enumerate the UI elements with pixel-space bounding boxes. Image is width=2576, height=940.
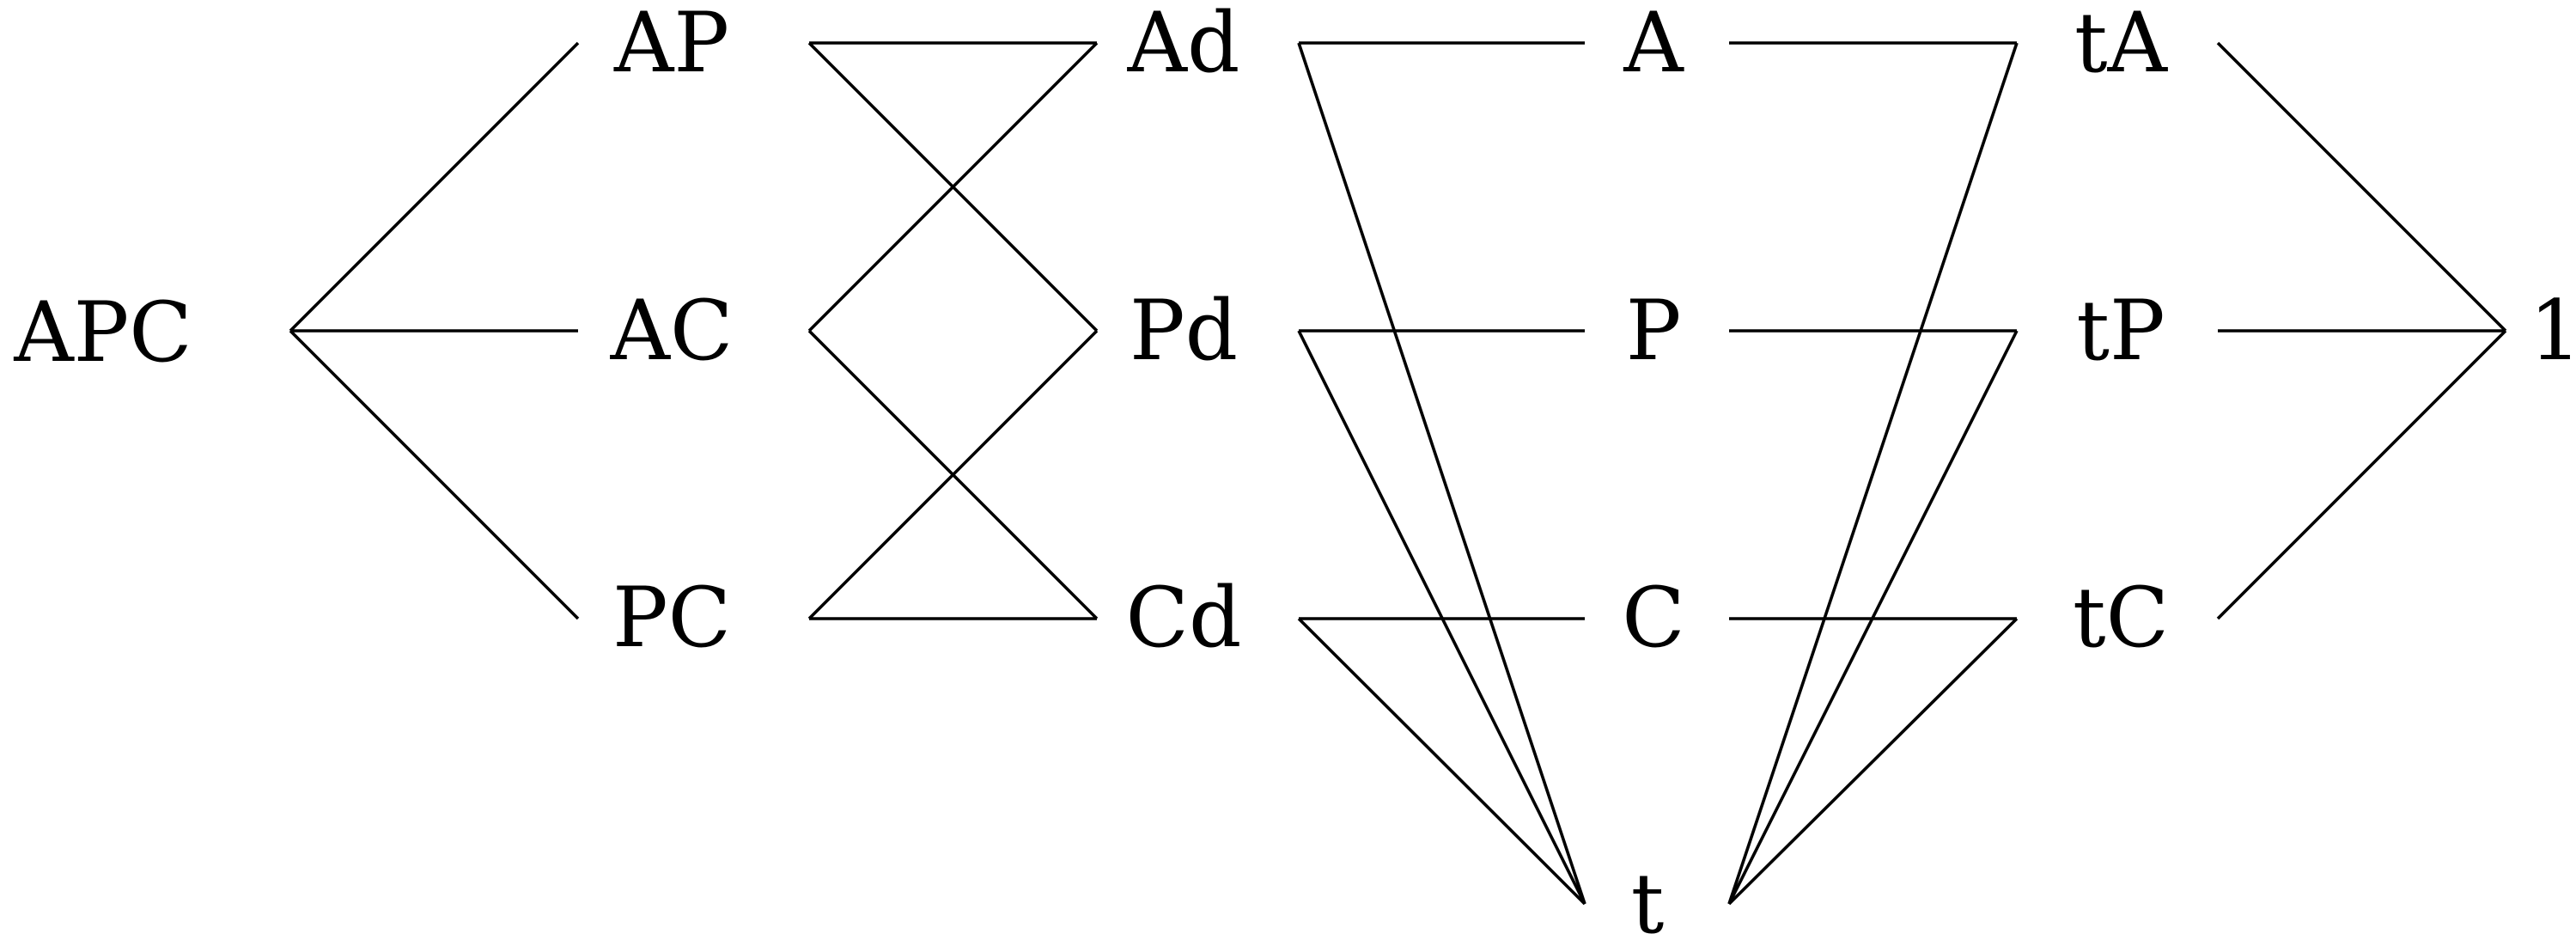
node-label-P: P	[1626, 283, 1682, 379]
edge-t-tC	[1727, 617, 2019, 906]
edge-AC-Ad	[807, 41, 1099, 333]
node-label-tP: tP	[2076, 283, 2165, 379]
node-label-PC: PC	[612, 570, 731, 666]
node-label-Cd: Cd	[1126, 570, 1242, 666]
edge-Cd-t	[1297, 617, 1586, 906]
node-label-tA: tA	[2074, 0, 2169, 91]
node-label-C: C	[1622, 570, 1684, 666]
edge-group	[289, 41, 2507, 906]
node-label-AP: AP	[613, 0, 729, 91]
edge-APC-AP	[289, 41, 580, 333]
node-label-one: 1	[2529, 283, 2576, 379]
node-label-AC: AC	[610, 283, 734, 379]
node-label-A: A	[1623, 0, 1684, 91]
node-label-Pd: Pd	[1130, 283, 1238, 379]
node-label-Ad: Ad	[1127, 0, 1240, 91]
edge-t-tA	[1727, 42, 2019, 905]
edge-Ad-t	[1297, 42, 1586, 905]
node-label-t: t	[1631, 856, 1665, 940]
edge-tA-one	[2216, 41, 2507, 333]
edge-t-tP	[1727, 330, 2019, 905]
node-label-tC: tC	[2073, 570, 2169, 666]
edge-APC-PC	[289, 329, 580, 620]
edge-PC-Pd	[807, 329, 1099, 620]
node-label-APC: APC	[13, 284, 192, 381]
edge-tC-one	[2216, 329, 2507, 620]
